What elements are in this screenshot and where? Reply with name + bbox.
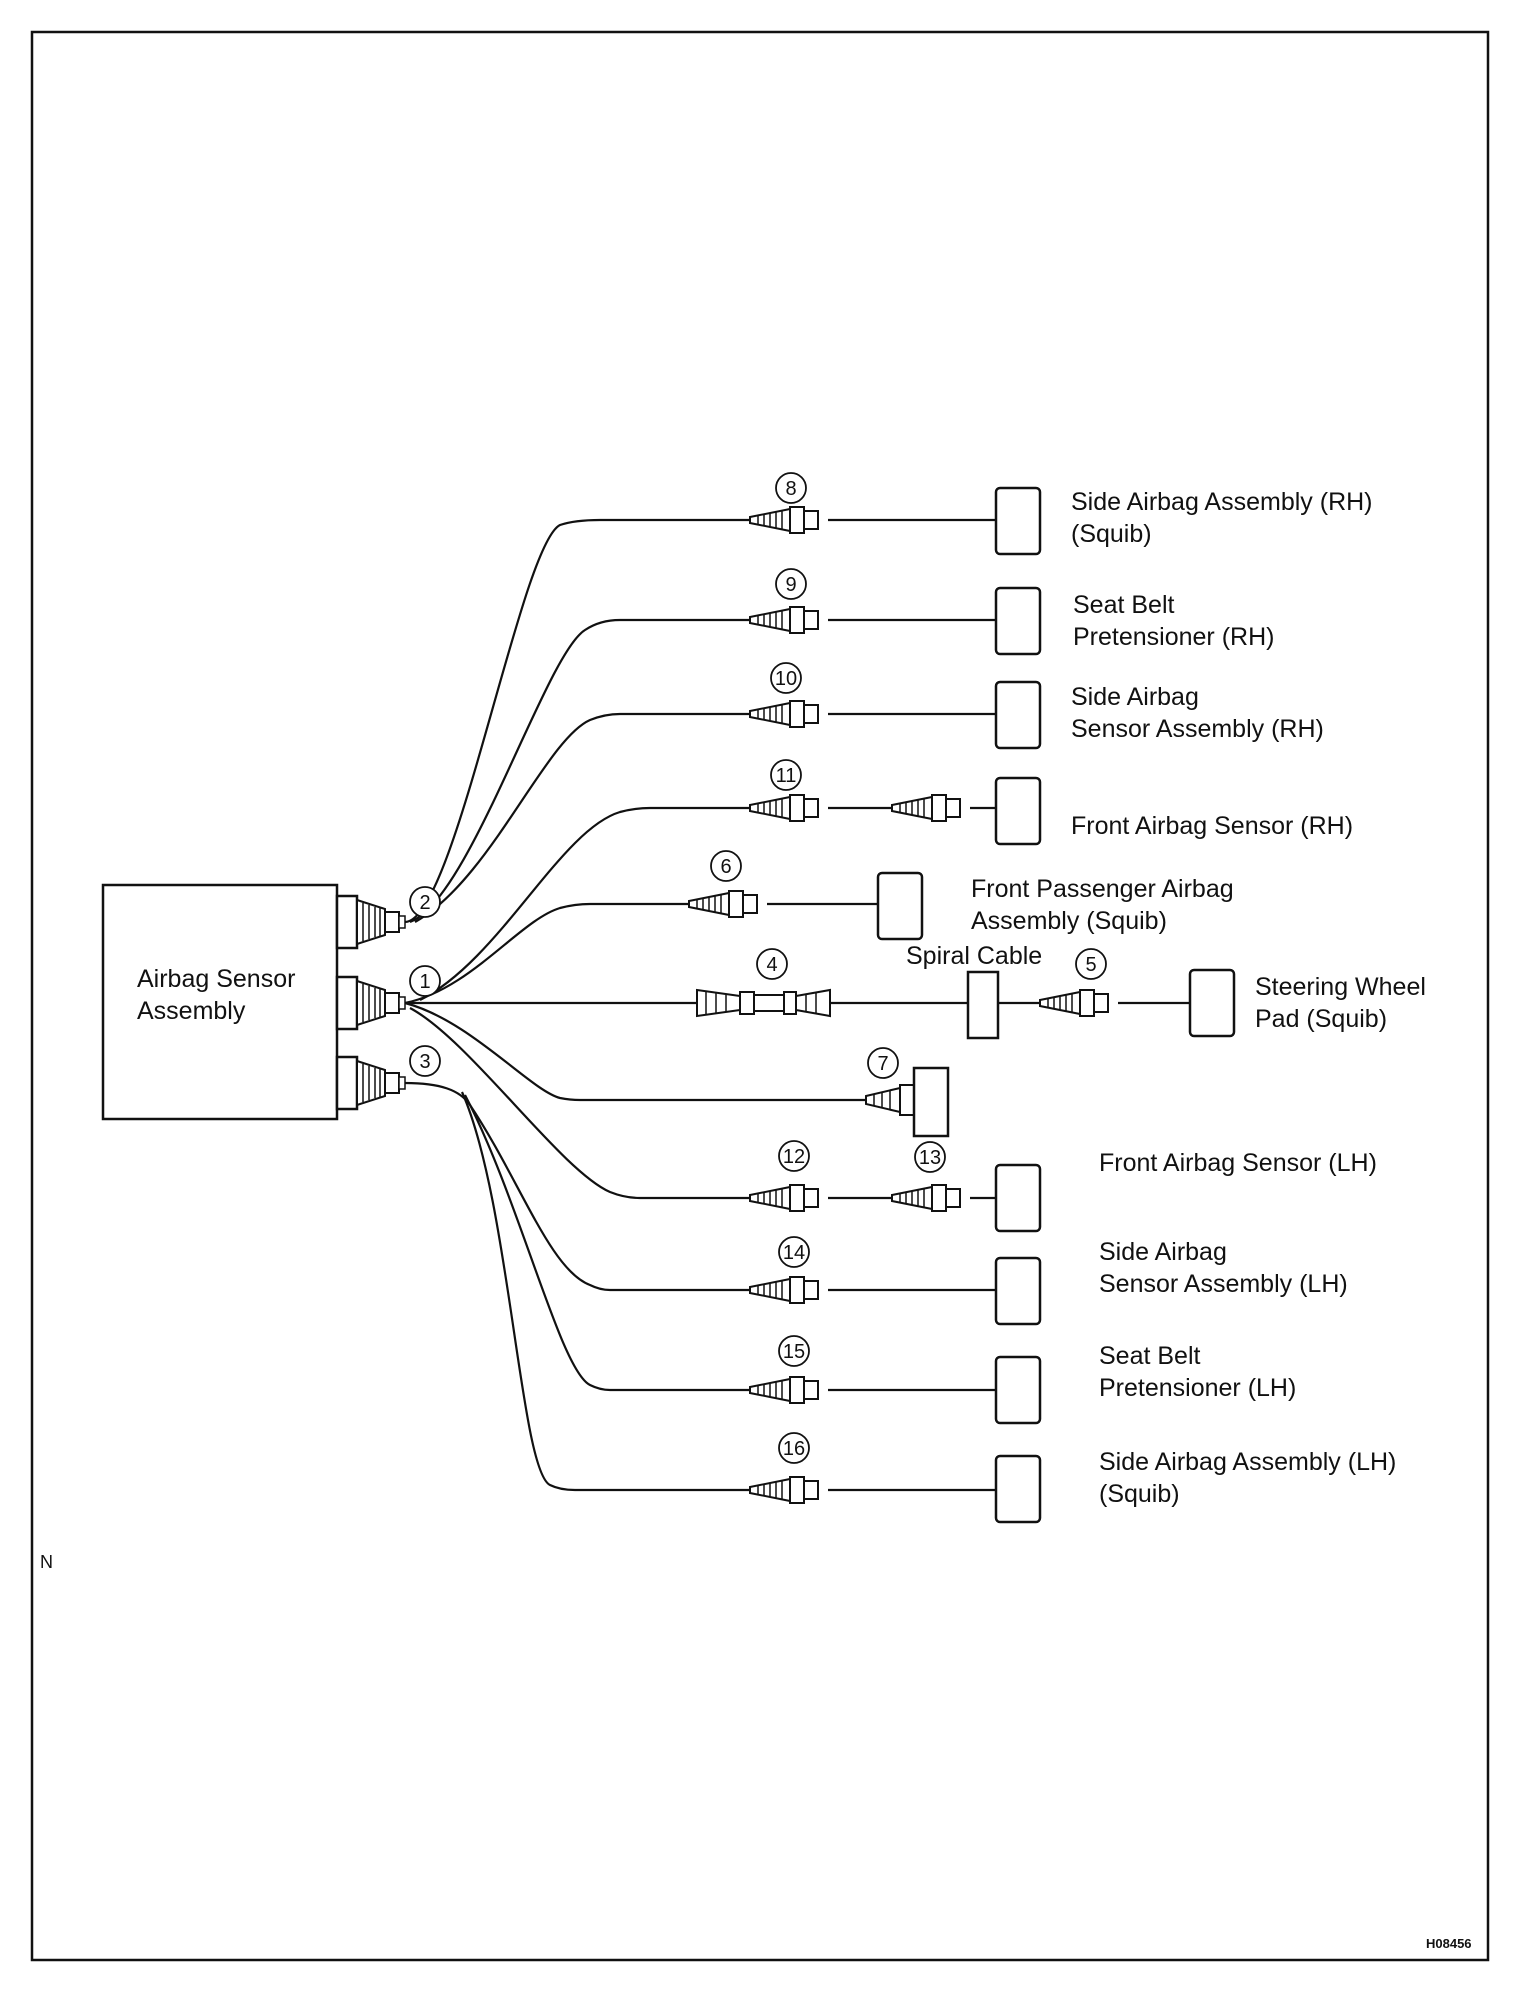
callout-4: 4: [756, 948, 788, 980]
connector-11: [749, 794, 819, 822]
wire-12: [409, 1007, 755, 1200]
wire-11: [419, 806, 755, 1001]
front-passenger-line2: Assembly (Squib): [971, 907, 1167, 935]
svg-text:3: 3: [419, 1051, 430, 1073]
svg-text:11: 11: [776, 765, 797, 787]
side-sensor-lh-box: [994, 1256, 1042, 1326]
seat-belt-rh-line2: Pretensioner (RH): [1073, 623, 1274, 651]
svg-text:7: 7: [877, 1053, 888, 1075]
front-passenger-box: [876, 871, 924, 941]
svg-text:15: 15: [783, 1341, 805, 1363]
seat-belt-lh-line1: Seat Belt: [1099, 1342, 1201, 1370]
side-airbag-rh-line2: (Squib): [1071, 520, 1152, 548]
svg-text:16: 16: [783, 1438, 805, 1460]
svg-text:10: 10: [775, 668, 797, 690]
connector-5: [1039, 989, 1109, 1017]
svg-text:8: 8: [785, 478, 796, 500]
side-sensor-rh-line1: Side Airbag: [1071, 683, 1199, 711]
callout-1: 1: [409, 965, 441, 997]
svg-text:1: 1: [419, 971, 430, 993]
connector-9: [749, 606, 819, 634]
wire-7: [404, 1001, 866, 1102]
spiral-cable-label: Spiral Cable: [906, 942, 1042, 970]
side-airbag-rh-box: [994, 486, 1042, 556]
callout-10: 10: [770, 662, 802, 694]
connector-14: [749, 1276, 819, 1304]
callout-13: 13: [914, 1141, 946, 1173]
svg-text:6: 6: [720, 856, 731, 878]
callout-8: 8: [775, 472, 807, 504]
front-sensor-rh-line1: Front Airbag Sensor (RH): [1071, 812, 1353, 840]
side-airbag-lh-line1: Side Airbag Assembly (LH): [1099, 1448, 1396, 1476]
ecu-label-line2: Assembly: [137, 997, 246, 1025]
margin-mark: N: [40, 1552, 53, 1572]
svg-text:14: 14: [783, 1242, 805, 1264]
wire-14: [404, 1081, 755, 1292]
page-frame: [30, 30, 1490, 1962]
ecu-connector-1: [335, 975, 407, 1031]
wire-9: [409, 618, 755, 924]
wire-6: [404, 902, 695, 1005]
connector-8: [749, 506, 819, 534]
callout-12: 12: [778, 1140, 810, 1172]
connector-16: [749, 1476, 819, 1504]
seat-belt-lh-box: [994, 1355, 1042, 1425]
wire-16: [460, 1091, 755, 1492]
callout-14: 14: [778, 1236, 810, 1268]
side-airbag-lh-box: [994, 1454, 1042, 1524]
figure-code: H08456: [1426, 1936, 1472, 1951]
svg-text:4: 4: [766, 954, 777, 976]
callout-15: 15: [778, 1335, 810, 1367]
ecu-connector-3: [335, 1055, 407, 1111]
wire-15: [464, 1094, 755, 1392]
svg-text:9: 9: [785, 574, 796, 596]
callout-9: 9: [775, 568, 807, 600]
callout-3: 3: [409, 1045, 441, 1077]
callout-16: 16: [778, 1432, 810, 1464]
steering-pad-line1: Steering Wheel: [1255, 973, 1426, 1001]
front-passenger-line1: Front Passenger Airbag: [971, 875, 1234, 903]
side-airbag-rh-line1: Side Airbag Assembly (RH): [1071, 488, 1373, 516]
svg-text:12: 12: [783, 1146, 805, 1168]
connector-15: [749, 1376, 819, 1404]
connector-6: [688, 890, 758, 918]
svg-text:2: 2: [419, 892, 430, 914]
airbag-sensor-assembly-box: [101, 883, 339, 1121]
connector-7: [865, 1066, 950, 1138]
side-sensor-lh-line1: Side Airbag: [1099, 1238, 1227, 1266]
side-sensor-rh-line2: Sensor Assembly (RH): [1071, 715, 1324, 743]
connector-11b: [891, 794, 961, 822]
callout-11: 11: [770, 759, 802, 791]
svg-text:5: 5: [1085, 954, 1096, 976]
front-sensor-rh-box: [994, 776, 1042, 846]
front-sensor-lh-line1: Front Airbag Sensor (LH): [1099, 1149, 1377, 1177]
seat-belt-rh-line1: Seat Belt: [1073, 591, 1175, 619]
side-sensor-rh-box: [994, 680, 1042, 750]
connector-10: [749, 700, 819, 728]
callout-5: 5: [1075, 948, 1107, 980]
ecu-connector-2: [335, 894, 407, 950]
seat-belt-rh-box: [994, 586, 1042, 656]
callout-7: 7: [867, 1047, 899, 1079]
ecu-label-line1: Airbag Sensor: [137, 965, 295, 993]
svg-text:13: 13: [919, 1147, 941, 1169]
wire-10: [414, 712, 755, 923]
side-airbag-lh-line2: (Squib): [1099, 1480, 1180, 1508]
callout-6: 6: [710, 850, 742, 882]
side-sensor-lh-line2: Sensor Assembly (LH): [1099, 1270, 1348, 1298]
wire-8: [404, 518, 755, 924]
callout-2: 2: [409, 886, 441, 918]
steering-pad-box: [1188, 968, 1236, 1038]
seat-belt-lh-line2: Pretensioner (LH): [1099, 1374, 1296, 1402]
spiral-cable-box: [966, 970, 1000, 1040]
connector-12: [749, 1184, 819, 1212]
steering-pad-line2: Pad (Squib): [1255, 1005, 1387, 1033]
connector-4: [696, 988, 831, 1018]
connector-13: [891, 1184, 961, 1212]
front-sensor-lh-box: [994, 1163, 1042, 1233]
